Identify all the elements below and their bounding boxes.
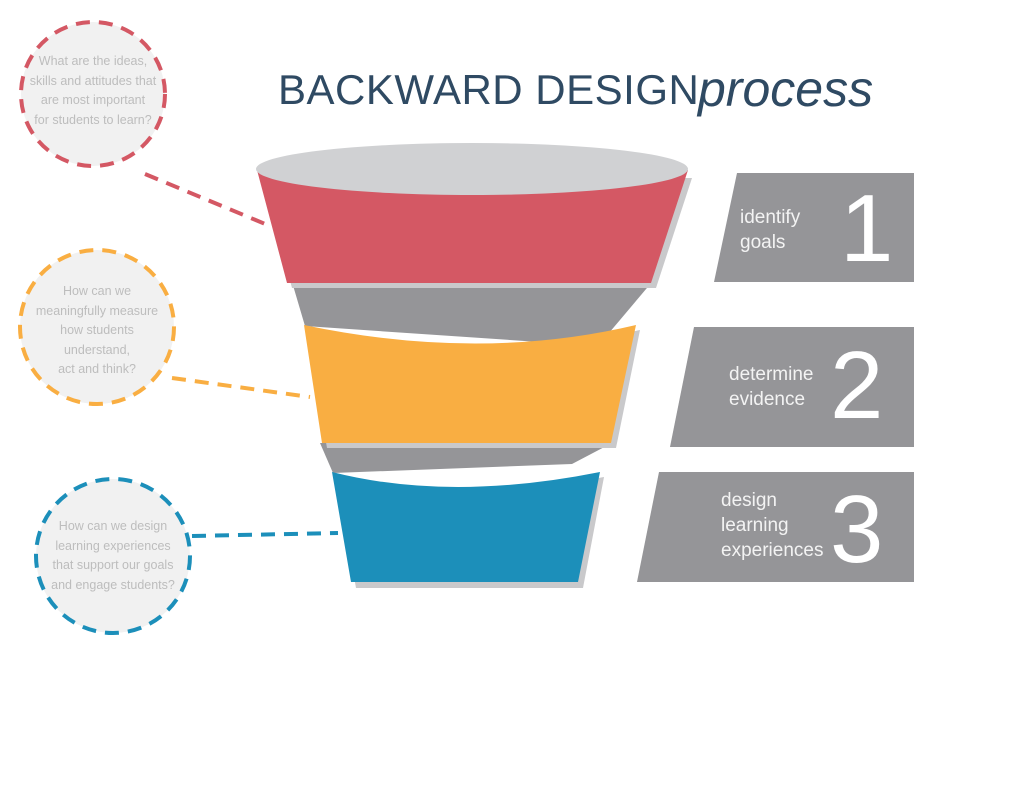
page-subtitle: process [698,61,874,117]
question-circle-1 [19,20,167,168]
step-number-2: 2 [830,332,884,439]
step-panel-2 [670,327,914,447]
funnel-rim [256,143,688,195]
funnel-band-blue [332,472,600,582]
funnel-ribbon-2 [320,443,612,473]
step-label-3: design learning experiences [721,490,824,561]
step-number-1: 1 [840,175,894,282]
step-panel-1 [714,173,914,282]
connector-2 [171,376,311,399]
funnel-ribbon-1 [292,282,652,346]
question-circle-3 [34,477,192,635]
step-panel-3 [637,472,914,582]
connector-3 [191,531,339,538]
step-number-3: 3 [830,476,884,583]
connector-1 [144,172,271,228]
funnel-band-yellow [304,325,636,443]
question-text-1: What are the ideas, skills and attitudes… [29,54,157,127]
funnel-band-red [257,170,688,283]
question-circle-2 [18,248,176,406]
page-title: BACKWARD DESIGN [278,66,700,113]
question-text-3: How can we design learning experiences t… [51,519,175,592]
question-text-2: How can we meaningfully measure how stud… [35,284,159,376]
step-label-2: determine evidence [729,364,814,410]
step-label-1: identify goals [740,207,801,253]
